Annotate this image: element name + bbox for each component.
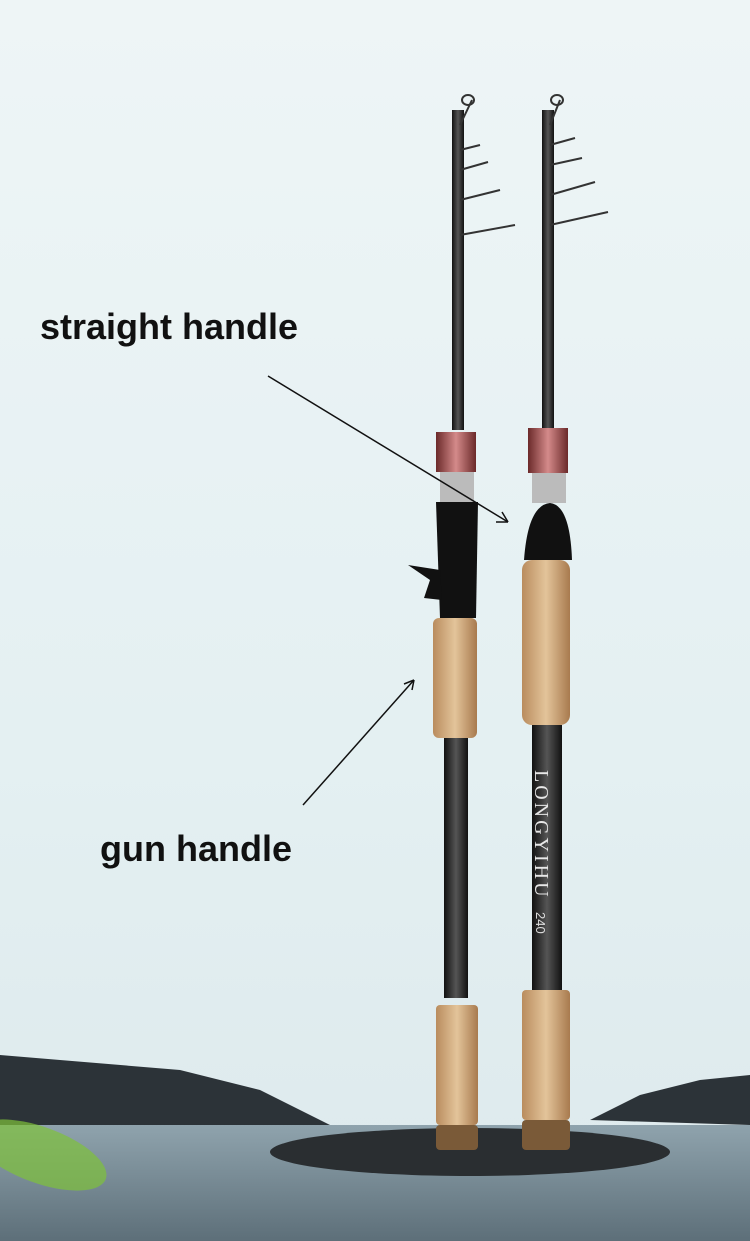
rod-length-text: 240	[533, 912, 548, 934]
arrows	[267, 375, 509, 806]
gun-handle-arrow	[302, 679, 415, 806]
background-mountains	[0, 1055, 750, 1130]
gun-handle-rod	[408, 94, 516, 1150]
gun-handle-label: gun handle	[100, 828, 292, 869]
straight-handle-arrow	[267, 375, 509, 523]
green-leaf	[0, 1119, 107, 1191]
straight-handle-rod	[522, 94, 609, 1150]
rod-brand-text: LONGYIHU	[530, 770, 552, 900]
straight-handle-label: straight handle	[40, 306, 299, 347]
